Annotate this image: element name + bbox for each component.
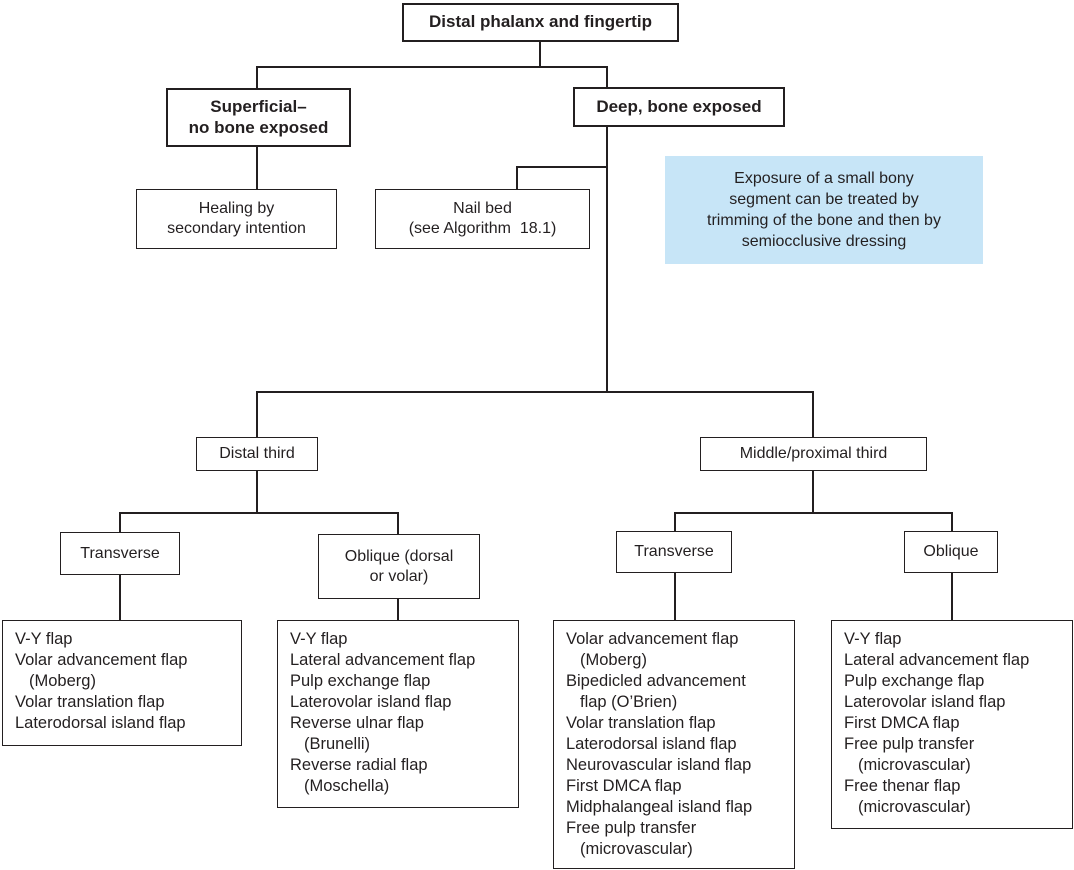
flap-option: V-Y flap (844, 630, 902, 648)
node-nail-bed-label: Nail bed (see Algorithm 18.1) (408, 200, 557, 237)
connector-to-deep (606, 66, 608, 87)
node-healing-label: Healing by secondary intention (167, 200, 306, 237)
connector-nailbed-down (516, 166, 518, 189)
node-root-label: Distal phalanx and fingertip (429, 12, 652, 32)
flap-option: Volar translation flap (15, 693, 165, 711)
flap-option: Laterovolar island flap (844, 693, 1006, 711)
flap-option: Volar advancement flap (15, 651, 188, 669)
node-root: Distal phalanx and fingertip (402, 3, 679, 42)
node-distal-transverse-label: Transverse (80, 544, 160, 562)
node-middle-transverse: Transverse (616, 531, 732, 573)
connector-to-middle-oblique (951, 512, 953, 531)
connector-to-middle-transverse (674, 512, 676, 531)
connector-middle-split (674, 512, 953, 514)
connector-distal-split (119, 512, 399, 514)
connector-top-split (256, 66, 608, 68)
node-middle-proximal-third-label: Middle/proximal third (739, 445, 888, 463)
flap-option: Bipedicled advancement (566, 672, 746, 690)
flap-list-middle-transverse: Volar advancement flap (Moberg) Bipedicled… (553, 620, 795, 869)
flap-option: Free pulp transfer (566, 819, 697, 837)
flap-option: (Brunelli) (304, 735, 371, 753)
node-distal-transverse: Transverse (60, 532, 180, 575)
flap-option: Pulp exchange flap (844, 672, 985, 690)
connector-superficial-healing (256, 147, 258, 189)
node-middle-oblique: Oblique (904, 531, 998, 573)
flap-option: Volar advancement flap (566, 630, 739, 648)
connector-lower-split (256, 391, 814, 393)
flap-option: Reverse radial flap (290, 756, 428, 774)
flap-option: Laterodorsal island flap (566, 735, 737, 753)
connector-to-distal-transverse (119, 512, 121, 532)
flap-option: Laterovolar island flap (290, 693, 452, 711)
flap-option: (microvascular) (858, 798, 971, 816)
flap-option: flap (O’Brien) (580, 693, 678, 711)
connector-middle-transverse-leaf (674, 573, 676, 620)
node-superficial-label: Superficial– no bone exposed (188, 96, 329, 137)
flap-option: (microvascular) (580, 840, 693, 858)
node-distal-third: Distal third (196, 437, 318, 471)
flap-option: V-Y flap (290, 630, 348, 648)
flap-option: Volar translation flap (566, 714, 716, 732)
flap-option: Lateral advancement flap (844, 651, 1030, 669)
flap-option: Laterodorsal island flap (15, 714, 186, 732)
flap-option: Free thenar flap (844, 777, 961, 795)
flap-option: (Moberg) (580, 651, 647, 669)
node-deep: Deep, bone exposed (573, 87, 785, 127)
node-healing: Healing by secondary intention (136, 189, 337, 249)
note-bony-segment: Exposure of a small bony segment can be … (665, 156, 983, 264)
node-distal-oblique-label: Oblique (dorsal or volar) (344, 547, 454, 585)
node-distal-third-label: Distal third (219, 445, 295, 463)
flap-option: Midphalangeal island flap (566, 798, 753, 816)
node-middle-proximal-third: Middle/proximal third (700, 437, 927, 471)
connector-root-down (539, 42, 541, 68)
connector-middle-oblique-leaf (951, 573, 953, 620)
flap-option: V-Y flap (15, 630, 73, 648)
flap-option: (Moschella) (304, 777, 390, 795)
connector-to-middle-third (812, 391, 814, 437)
node-distal-oblique: Oblique (dorsal or volar) (318, 534, 480, 599)
node-deep-label: Deep, bone exposed (596, 96, 762, 116)
node-superficial: Superficial– no bone exposed (166, 88, 351, 147)
connector-deep-long (606, 127, 608, 393)
flap-option: Reverse ulnar flap (290, 714, 424, 732)
note-bony-segment-text: Exposure of a small bony segment can be … (707, 169, 941, 251)
connector-nailbed-branch (516, 166, 608, 168)
flap-option: (Moberg) (29, 672, 96, 690)
flap-option: Neurovascular island flap (566, 756, 752, 774)
flap-option: First DMCA flap (566, 777, 682, 795)
connector-to-superficial (256, 66, 258, 88)
connector-to-distal-third (256, 391, 258, 437)
connector-to-distal-oblique (397, 512, 399, 534)
flap-option: (microvascular) (858, 756, 971, 774)
flap-option: First DMCA flap (844, 714, 960, 732)
connector-middle-down (812, 471, 814, 512)
connector-distal-transverse-leaf (119, 575, 121, 620)
connector-distal-oblique-leaf (397, 599, 399, 620)
node-middle-oblique-label: Oblique (923, 543, 979, 561)
node-middle-transverse-label: Transverse (634, 543, 714, 561)
flap-option: Lateral advancement flap (290, 651, 476, 669)
flap-option: Free pulp transfer (844, 735, 975, 753)
connector-distal-down (256, 471, 258, 512)
node-nail-bed: Nail bed (see Algorithm 18.1) (375, 189, 590, 249)
flap-option: Pulp exchange flap (290, 672, 431, 690)
